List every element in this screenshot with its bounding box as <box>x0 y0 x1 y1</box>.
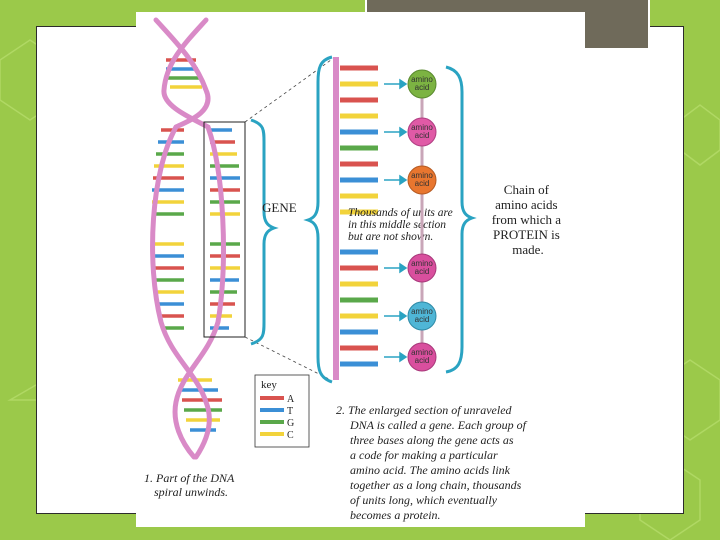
svg-text:amino: amino <box>411 171 433 180</box>
svg-text:acid: acid <box>415 179 430 188</box>
svg-text:acid: acid <box>415 267 430 276</box>
amino-acid-2: amino acid <box>407 117 437 147</box>
gene-label: GENE <box>262 200 297 215</box>
svg-text:A: A <box>287 394 295 405</box>
svg-text:amino: amino <box>411 123 433 132</box>
svg-text:acid: acid <box>415 356 430 365</box>
amino-acid-6: amino acid <box>407 342 437 372</box>
gene-selection-box <box>203 121 246 338</box>
amino-acid-1: amino acid <box>407 69 437 99</box>
gene-bracket <box>250 118 279 346</box>
dna-backbone <box>150 17 226 460</box>
amino-acid-5: amino acid <box>407 301 437 331</box>
dna-gene-diagram: GENE Thousands of units are <box>136 12 585 527</box>
svg-text:amino: amino <box>411 307 433 316</box>
svg-text:acid: acid <box>415 315 430 324</box>
chain-description: Chain of amino acids from which a PROTEI… <box>492 182 565 257</box>
svg-text:C: C <box>287 430 294 441</box>
protein-chain-bracket <box>445 65 477 374</box>
svg-text:T: T <box>287 406 293 417</box>
svg-text:amino: amino <box>411 75 433 84</box>
dna-helix <box>150 17 246 460</box>
zoom-connector-lines <box>244 59 332 381</box>
svg-text:key: key <box>261 379 277 391</box>
svg-text:acid: acid <box>415 83 430 92</box>
caption-2: 2. The enlarged section of unraveled DNA… <box>336 403 529 522</box>
middle-section-note: Thousands of units are in this middle se… <box>348 207 456 243</box>
svg-text:G: G <box>287 418 294 429</box>
amino-acid-4: amino acid <box>407 253 437 283</box>
enlarged-gene-ladder <box>333 57 378 380</box>
codon-arrows <box>384 78 408 363</box>
svg-text:amino: amino <box>411 348 433 357</box>
base-key: key A T G C <box>254 374 310 448</box>
caption-1: 1. Part of the DNA spiral unwinds. <box>144 471 237 499</box>
amino-acid-3: amino acid <box>407 165 437 195</box>
svg-text:acid: acid <box>415 131 430 140</box>
svg-text:amino: amino <box>411 259 433 268</box>
enlarged-gene-bracket <box>303 55 333 384</box>
